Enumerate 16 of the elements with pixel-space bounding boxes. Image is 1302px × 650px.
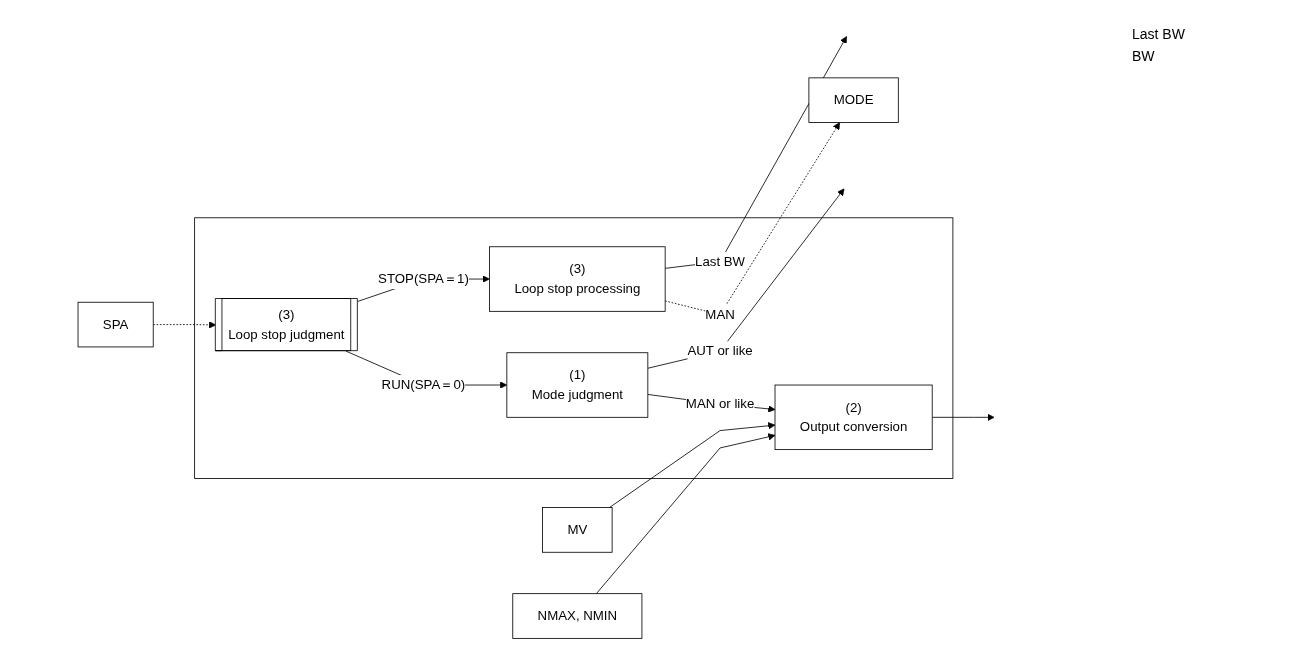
node-box: MV: [542, 507, 613, 553]
signal-label: BW: [1132, 48, 1156, 64]
edge-label: MAN: [705, 307, 735, 322]
cluster: [194, 217, 954, 479]
edge-label: STOP(SPA＝1): [378, 271, 469, 286]
node-box: (3) Loop stop processing: [489, 246, 666, 312]
edge-label: AUT or like: [687, 343, 753, 358]
node-box: SPA: [77, 301, 154, 348]
edge-label: RUN(SPA＝0): [381, 377, 466, 392]
node-box: NMAX, NMIN: [512, 593, 643, 639]
signal-label: Last BW: [1132, 26, 1186, 42]
node-box: (2) Output conversion: [774, 384, 933, 451]
edge-label: MAN or like: [685, 396, 755, 411]
edge-label: Last BW: [695, 254, 746, 269]
node-box: MODE: [808, 77, 899, 123]
node-box: (1) Mode judgment: [506, 352, 649, 418]
